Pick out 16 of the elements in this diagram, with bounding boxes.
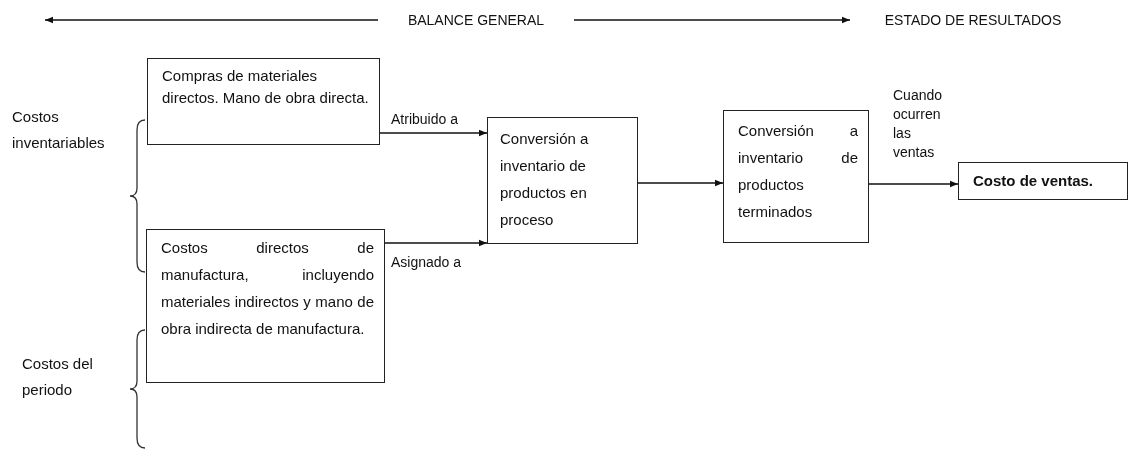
process-box: Compras de materiales directos. Mano de obra directa. [147,58,380,145]
heading-text: BALANCE GENERAL [390,11,562,29]
heading-text: ESTADO DE RESULTADOS [862,11,1084,29]
arrow [384,239,488,247]
arrow [868,180,959,188]
arrow [379,129,488,137]
group-label: Costos del periodo [22,354,94,400]
group-label: Costos inventariables [12,107,106,153]
process-box: Costos directos de manufactura, incluyendo materiales indirectos y mano de obra indirecta de manufactura. [146,229,385,383]
arrow [44,16,379,24]
arrow [573,16,851,24]
process-box: Costo de ventas. [958,162,1128,200]
arrow [637,179,724,187]
process-box: Conversión a inventario de productos terminados [723,110,869,243]
edge-label: Asignado a [391,253,462,272]
process-box: Conversión a inventario de productos en proceso [487,117,638,244]
